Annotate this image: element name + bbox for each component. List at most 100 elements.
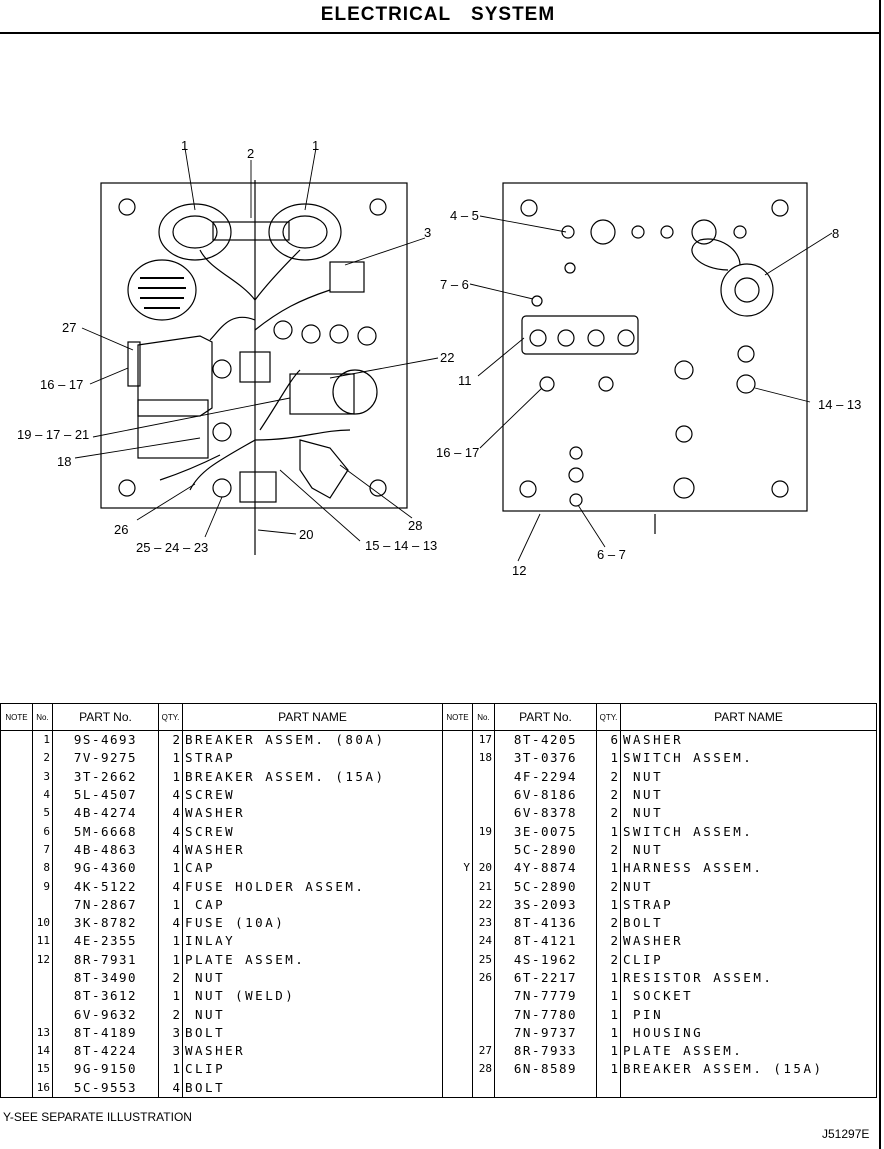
cell-no: [472, 987, 495, 1006]
left-plate-hole: [118, 198, 136, 216]
col-part-name: PART NAME: [182, 703, 443, 731]
cell-qty: 2: [596, 950, 621, 969]
cell-qty: 3: [158, 1042, 183, 1061]
parts-table: NOTE No. PART No. QTY. PART NAME NOTE No…: [0, 703, 877, 1098]
cell-name: SOCKET: [620, 987, 877, 1006]
cell-no: 7: [32, 840, 53, 860]
cell-part: 4Y-8874: [494, 859, 597, 878]
cell-part: 6V-8378: [494, 804, 597, 823]
left-plate: [100, 182, 408, 509]
col-no: No.: [472, 703, 495, 731]
cell-part: 7V-9275: [52, 749, 159, 768]
cell-qty: [596, 1078, 621, 1098]
cell-part: 8T-3612: [52, 987, 159, 1006]
cell-no: 9: [32, 877, 53, 896]
cell-no: 19: [472, 822, 495, 841]
cell-qty: 4: [158, 785, 183, 805]
cell-no: 11: [32, 932, 53, 951]
cell-qty: 1: [158, 950, 183, 969]
cell-name: NUT: [620, 767, 877, 786]
cell-qty: 1: [596, 1060, 621, 1079]
cell-note: [442, 932, 473, 951]
cell-qty: 1: [596, 859, 621, 878]
callout-28: 28: [408, 518, 422, 533]
cell-qty: 1: [158, 1060, 183, 1079]
cell-name: NUT: [620, 804, 877, 823]
cell-note: [0, 1005, 33, 1024]
cell-no: [472, 785, 495, 805]
cell-name: CLIP: [620, 950, 877, 969]
cell-no: [472, 767, 495, 786]
title-rule: [0, 32, 880, 34]
cell-name: CAP: [182, 859, 443, 878]
cell-no: [472, 1005, 495, 1024]
cell-no: 4: [32, 785, 53, 805]
cell-no: 2: [32, 749, 53, 768]
cell-name: WASHER: [182, 840, 443, 860]
col-part-name: PART NAME: [620, 703, 877, 731]
cell-note: [0, 822, 33, 841]
cell-name: INLAY: [182, 932, 443, 951]
cell-note: [0, 968, 33, 988]
cell-no: 24: [472, 932, 495, 951]
cell-name: BOLT: [182, 1078, 443, 1098]
cell-note: [0, 749, 33, 768]
cell-no: 8: [32, 859, 53, 878]
cell-part: 4K-5122: [52, 877, 159, 896]
col-note: NOTE: [442, 703, 473, 731]
cell-part: [494, 1078, 597, 1098]
cell-no: 1: [32, 730, 53, 750]
cell-note: [0, 859, 33, 878]
cell-no: 17: [472, 730, 495, 750]
cell-name: WASHER: [182, 804, 443, 823]
cell-note: [442, 913, 473, 933]
breaker-right: [268, 203, 342, 261]
cell-no: 15: [32, 1060, 53, 1079]
callout-7-6: 7 – 6: [440, 277, 469, 292]
cell-part: 8T-4136: [494, 913, 597, 933]
cell-name: SWITCH ASSEM.: [620, 822, 877, 841]
cell-name: BREAKER ASSEM. (15A): [182, 767, 443, 786]
cell-note: [442, 987, 473, 1006]
cell-qty: 1: [596, 987, 621, 1006]
exploded-diagram: 1 2 1 3 27 16 – 17 19 – 17 – 21 18 22 26…: [17, 138, 861, 578]
cell-part: 7N-2867: [52, 895, 159, 914]
cell-part: 5M-6668: [52, 822, 159, 841]
cell-qty: 1: [596, 749, 621, 768]
cell-part: 8T-3490: [52, 968, 159, 988]
cell-no: 14: [32, 1042, 53, 1061]
cell-qty: 4: [158, 877, 183, 896]
cell-part: 8R-7933: [494, 1042, 597, 1061]
cell-no: [472, 840, 495, 860]
cell-part: 4B-4274: [52, 804, 159, 823]
cell-name: NUT: [182, 1005, 443, 1024]
switch-box: [137, 335, 213, 417]
cell-qty: 2: [158, 730, 183, 750]
cell-no: 26: [472, 968, 495, 988]
cell-part: 3S-2093: [494, 895, 597, 914]
cell-note: [442, 968, 473, 988]
cell-part: 3T-0376: [494, 749, 597, 768]
callout-1a: 1: [181, 138, 188, 153]
cell-part: 4B-4863: [52, 840, 159, 860]
cell-note: [0, 932, 33, 951]
cell-part: 3T-2662: [52, 767, 159, 786]
cell-note: [442, 1078, 473, 1098]
cell-name: BREAKER ASSEM. (80A): [182, 730, 443, 750]
cell-part: 5C-2890: [494, 840, 597, 860]
cell-name: BOLT: [620, 913, 877, 933]
cell-note: [0, 767, 33, 786]
callout-20: 20: [299, 527, 313, 542]
cell-qty: 3: [158, 1023, 183, 1043]
callout-2: 2: [247, 146, 254, 161]
cell-no: [32, 968, 53, 988]
callout-18: 18: [57, 454, 71, 469]
cell-no: 12: [32, 950, 53, 969]
